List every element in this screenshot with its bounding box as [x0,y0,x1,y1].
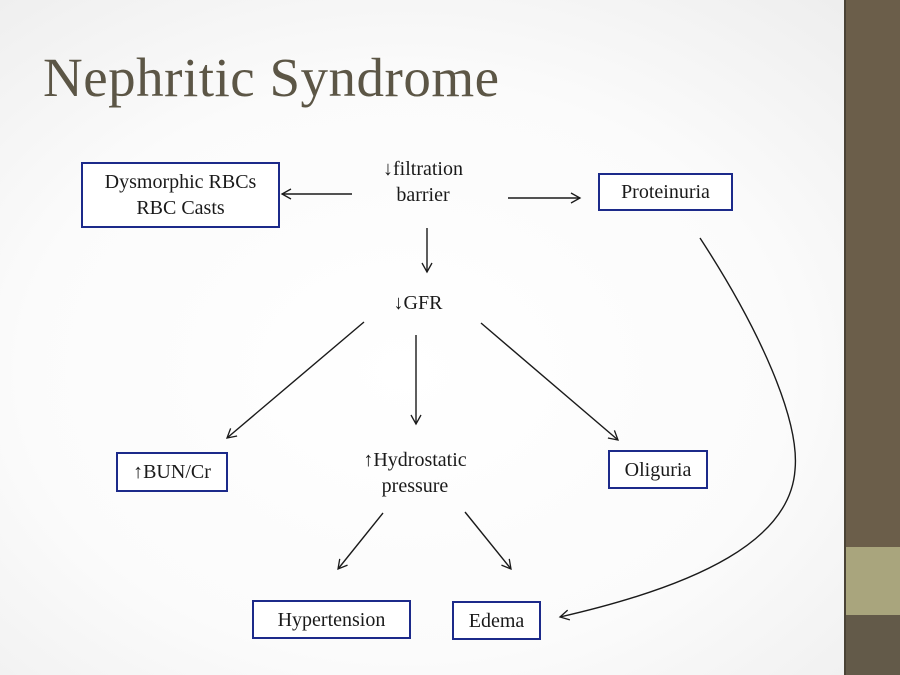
edge-hydrostatic-to-hypertension [337,512,384,571]
node-oliguria: Oliguria [608,450,708,489]
node-gfr: ↓GFR [393,292,443,314]
sidebar-bottom-block [846,615,900,675]
slide-title: Nephritic Syndrome [43,47,500,108]
node-proteinuria: Proteinuria [598,173,733,211]
node-dysmorphic-rbcs: Dysmorphic RBCs RBC Casts [81,162,280,228]
node-filtration-barrier: ↓filtration barrier [358,156,488,208]
edge-proteinuria-to-edema [558,237,797,621]
node-dysmorphic-line1: Dysmorphic RBCs [104,171,257,193]
node-dysmorphic-line2: RBC Casts [136,197,225,219]
edge-gfr-to-bun [225,321,365,439]
node-filtration-barrier-line2: barrier [396,184,450,206]
edge-gfr-to-oliguria [480,322,620,441]
sidebar-accent-block [846,547,900,615]
edge-hydrostatic-to-edema [464,511,512,571]
node-bun-cr: ↑BUN/Cr [116,452,228,492]
node-hydrostatic-line2: pressure [381,475,449,497]
node-hydrostatic-line1: ↑Hydrostatic [363,449,467,471]
node-edema: Edema [452,601,541,640]
node-hypertension: Hypertension [252,600,411,639]
slide-sidebar [844,0,900,675]
node-filtration-barrier-line1: ↓filtration [383,158,463,180]
node-hydrostatic-pressure: ↑Hydrostatic pressure [340,447,490,499]
